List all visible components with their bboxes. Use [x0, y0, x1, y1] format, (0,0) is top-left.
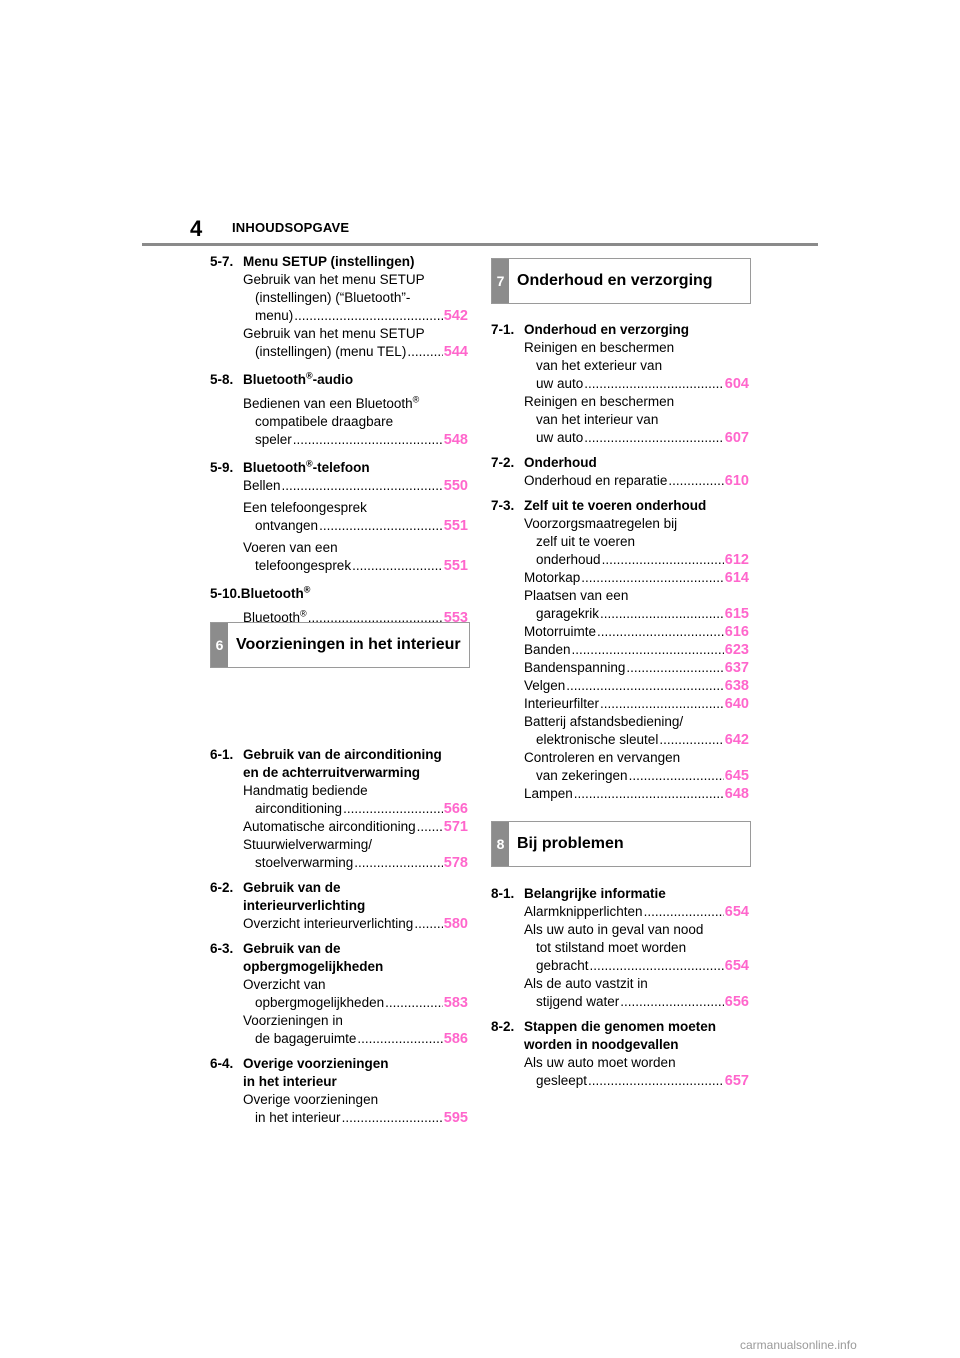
toc-entry[interactable]: Bandenspanning637	[491, 659, 749, 677]
toc-entry[interactable]: Plaatsen van een garagekrik615	[491, 587, 749, 623]
toc-entry[interactable]: Batterij afstandsbediening/ elektronisch…	[491, 713, 749, 749]
page-ref[interactable]: 637	[724, 660, 749, 676]
chapter-title: Voorzieningen in het interieur	[236, 636, 461, 653]
page-ref[interactable]: 544	[443, 344, 468, 360]
page-ref[interactable]: 614	[724, 570, 749, 586]
chapter-tab-8[interactable]: 8 Bij problemen	[491, 821, 751, 867]
page-ref[interactable]: 623	[724, 642, 749, 658]
toc-entry[interactable]: Reinigen en beschermen van het interieur…	[491, 393, 749, 447]
page-ref[interactable]: 610	[724, 473, 749, 489]
toc-entry[interactable]: Motorruimte616	[491, 623, 749, 641]
page-ref[interactable]: 645	[724, 768, 749, 784]
page-ref[interactable]: 604	[724, 376, 749, 392]
toc-section: 7-2.Onderhoud	[491, 455, 597, 470]
chapter-number: 7	[492, 259, 509, 303]
toc-entry[interactable]: Als de auto vastzit in stijgend water656	[491, 975, 749, 1011]
page-ref[interactable]: 642	[724, 732, 749, 748]
toc-entry[interactable]: Overzicht van opbergmogelijkheden583	[210, 976, 468, 1012]
page-ref[interactable]: 583	[443, 995, 468, 1011]
page-ref[interactable]: 566	[443, 801, 468, 817]
toc-entry[interactable]: Lampen648	[491, 785, 749, 803]
toc-entry[interactable]: Handmatig bediende airconditioning566	[210, 782, 468, 818]
site-watermark: carmanualsonline.info	[740, 1338, 857, 1352]
page-number: 4	[190, 216, 203, 241]
toc-section: 5-8.Bluetooth®-audio	[210, 370, 354, 387]
toc-entry[interactable]: Automatische airconditioning571	[210, 818, 468, 836]
page-ref[interactable]: 612	[724, 552, 749, 568]
page-ref[interactable]: 551	[443, 558, 468, 574]
toc-entry[interactable]: Controleren en vervangen van zekeringen6…	[491, 749, 749, 785]
toc-section: 5-9.Bluetooth®-telefoon	[210, 458, 370, 475]
page-ref[interactable]: 656	[724, 994, 749, 1010]
toc-right-column: 7-1.Onderhoud en verzorging Reinigen en …	[491, 321, 749, 803]
toc-entry[interactable]: Als uw auto moet worden gesleept657	[491, 1054, 749, 1090]
page-ref[interactable]: 648	[724, 786, 749, 802]
page-ref[interactable]: 551	[443, 518, 468, 534]
page-ref[interactable]: 640	[724, 696, 749, 712]
toc-entry[interactable]: Bedienen van een Bluetooth® compatibele …	[210, 395, 468, 449]
toc-entry[interactable]: Motorkap614	[491, 569, 749, 587]
toc-entry[interactable]: Alarmknipperlichten654	[491, 903, 749, 921]
chapter-title: Onderhoud en verzorging	[517, 272, 713, 289]
page-ref[interactable]: 607	[724, 430, 749, 446]
toc-section: 5-10.Bluetooth®	[210, 584, 311, 601]
page-ref[interactable]: 542	[443, 308, 468, 324]
toc-entry[interactable]: Gebruik van het menu SETUP (instellingen…	[210, 325, 468, 361]
toc-section: 8-1.Belangrijke informatie	[491, 886, 666, 901]
page-ref[interactable]: 550	[443, 478, 468, 494]
toc-entry[interactable]: Voeren van een telefoongesprek551	[210, 539, 468, 575]
chapter-title: Bij problemen	[517, 835, 624, 852]
toc-entry[interactable]: Reinigen en beschermen van het exterieur…	[491, 339, 749, 393]
page-ref[interactable]: 580	[443, 916, 468, 932]
page-ref[interactable]: 595	[443, 1110, 468, 1126]
page-ref[interactable]: 548	[443, 432, 468, 448]
page-title: INHOUDSOPGAVE	[232, 220, 350, 235]
page-ref[interactable]: 586	[443, 1031, 468, 1047]
toc-entry[interactable]: Interieurfilter640	[491, 695, 749, 713]
chapter-number: 6	[211, 623, 228, 667]
toc-entry[interactable]: Overzicht interieurverlichting580	[210, 915, 468, 933]
toc-entry[interactable]: Overige voorzieningen in het interieur59…	[210, 1091, 468, 1127]
chapter-tab-7[interactable]: 7 Onderhoud en verzorging	[491, 258, 751, 304]
page-ref[interactable]: 578	[443, 855, 468, 871]
chapter-tab-6[interactable]: 6 Voorzieningen in het interieur	[210, 622, 470, 668]
page-ref[interactable]: 571	[443, 819, 468, 835]
toc-entry[interactable]: Onderhoud en reparatie610	[491, 472, 749, 490]
toc-entry[interactable]: Een telefoongesprek ontvangen551	[210, 499, 468, 535]
page-ref[interactable]: 654	[724, 958, 749, 974]
toc-entry[interactable]: Banden623	[491, 641, 749, 659]
toc-entry[interactable]: Stuurwielverwarming/ stoelverwarming578	[210, 836, 468, 872]
page-ref[interactable]: 654	[724, 904, 749, 920]
toc-entry[interactable]: Gebruik van het menu SETUP (instellingen…	[210, 271, 468, 325]
toc-section: 7-3.Zelf uit te voeren onderhoud	[491, 498, 707, 513]
page-ref[interactable]: 616	[724, 624, 749, 640]
page-ref[interactable]: 657	[724, 1073, 749, 1089]
chapter-number: 8	[492, 822, 509, 866]
page-header: 4 INHOUDSOPGAVE	[0, 0, 960, 246]
page-ref[interactable]: 615	[724, 606, 749, 622]
toc-right-column-lower: 8-1.Belangrijke informatie Alarmknipperl…	[491, 885, 749, 1090]
toc-left-column: 5-7.Menu SETUP (instellingen) Gebruik va…	[210, 253, 468, 1127]
toc-entry[interactable]: Voorzieningen in de bagageruimte586	[210, 1012, 468, 1048]
page-ref[interactable]: 638	[724, 678, 749, 694]
toc-entry[interactable]: Bellen550	[210, 477, 468, 495]
toc-entry[interactable]: Velgen638	[491, 677, 749, 695]
toc-entry[interactable]: Als uw auto in geval van nood tot stilst…	[491, 921, 749, 975]
toc-entry[interactable]: Voorzorgsmaatregelen bij zelf uit te voe…	[491, 515, 749, 569]
toc-section: 7-1.Onderhoud en verzorging	[491, 322, 690, 337]
toc-section: 5-7.Menu SETUP (instellingen)	[210, 254, 415, 269]
header-divider	[142, 243, 818, 246]
